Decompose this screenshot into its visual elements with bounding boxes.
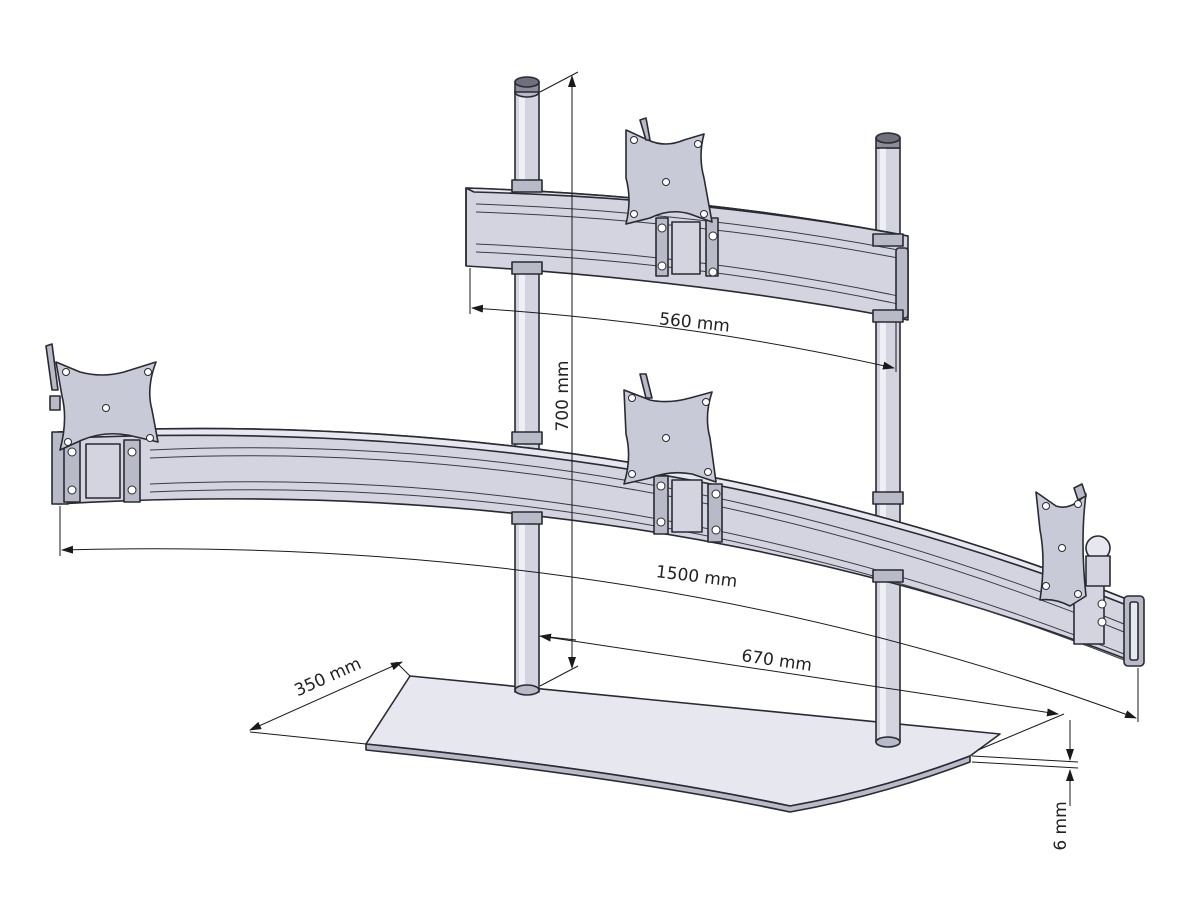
upper-vesa-mount bbox=[625, 117, 719, 277]
dimension-6: 6 mm bbox=[971, 720, 1079, 851]
right-pole bbox=[875, 132, 901, 748]
left-vesa-mount bbox=[45, 343, 159, 503]
height-label: 700 mm bbox=[553, 361, 573, 432]
left-pole bbox=[514, 76, 540, 696]
lower-arm bbox=[51, 427, 1145, 667]
middle-vesa-mount bbox=[623, 373, 723, 543]
dimension-700: 700 mm bbox=[539, 71, 579, 687]
base-plate bbox=[365, 675, 1001, 813]
base-thickness-label: 6 mm bbox=[1051, 801, 1071, 850]
dimension-1500: 1500 mm bbox=[59, 506, 1139, 722]
lower-span-label: 1500 mm bbox=[655, 562, 739, 592]
upper-span-label: 560 mm bbox=[658, 309, 731, 336]
base-depth-label: 350 mm bbox=[291, 654, 364, 701]
